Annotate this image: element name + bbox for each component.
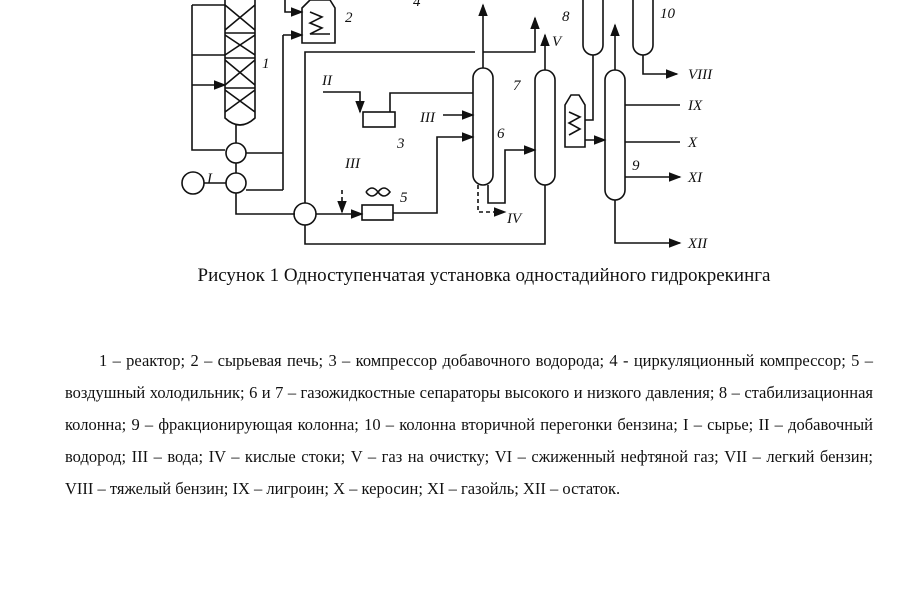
label-2: 2 xyxy=(345,10,353,26)
label-3: 3 xyxy=(396,136,405,152)
air-cooler-5 xyxy=(361,204,394,221)
label-V: V xyxy=(552,34,563,50)
reboiler xyxy=(564,94,586,148)
figure-caption: Рисунок 1 Одноступенчатая установка одно… xyxy=(197,265,771,286)
reactor-1 xyxy=(224,0,256,126)
label-4: 4 xyxy=(413,0,421,10)
label-I: I xyxy=(206,171,213,187)
compressor-3 xyxy=(362,111,396,128)
separator-7 xyxy=(534,69,556,186)
label-IX: IX xyxy=(687,98,703,114)
label-III: III xyxy=(419,110,436,126)
label-10: 10 xyxy=(660,6,676,22)
label-8: 8 xyxy=(562,9,570,25)
figure-legend-paragraph: 1 – реактор; 2 – сырьевая печь; 3 – комп… xyxy=(65,351,873,498)
label-5: 5 xyxy=(400,190,408,206)
label-X: X xyxy=(687,135,698,151)
column-10 xyxy=(632,0,654,56)
label-XII: XII xyxy=(687,236,708,250)
label-9: 9 xyxy=(632,158,640,174)
label-7: 7 xyxy=(513,78,522,94)
label-IV: IV xyxy=(506,211,523,227)
column-8 xyxy=(582,0,604,56)
separator-6 xyxy=(472,67,494,186)
label-XI: XI xyxy=(687,170,703,186)
label-VIII: VIII xyxy=(688,67,713,83)
label-6: 6 xyxy=(497,126,505,142)
column-9 xyxy=(604,69,626,201)
label-II: II xyxy=(321,73,333,89)
label-III: III xyxy=(344,156,361,172)
label-1: 1 xyxy=(262,56,270,72)
furnace-2 xyxy=(301,0,336,44)
process-flow-diagram: 1 2 3 4 5 6 7 8 9 10 I II III III IV V V… xyxy=(181,0,713,250)
